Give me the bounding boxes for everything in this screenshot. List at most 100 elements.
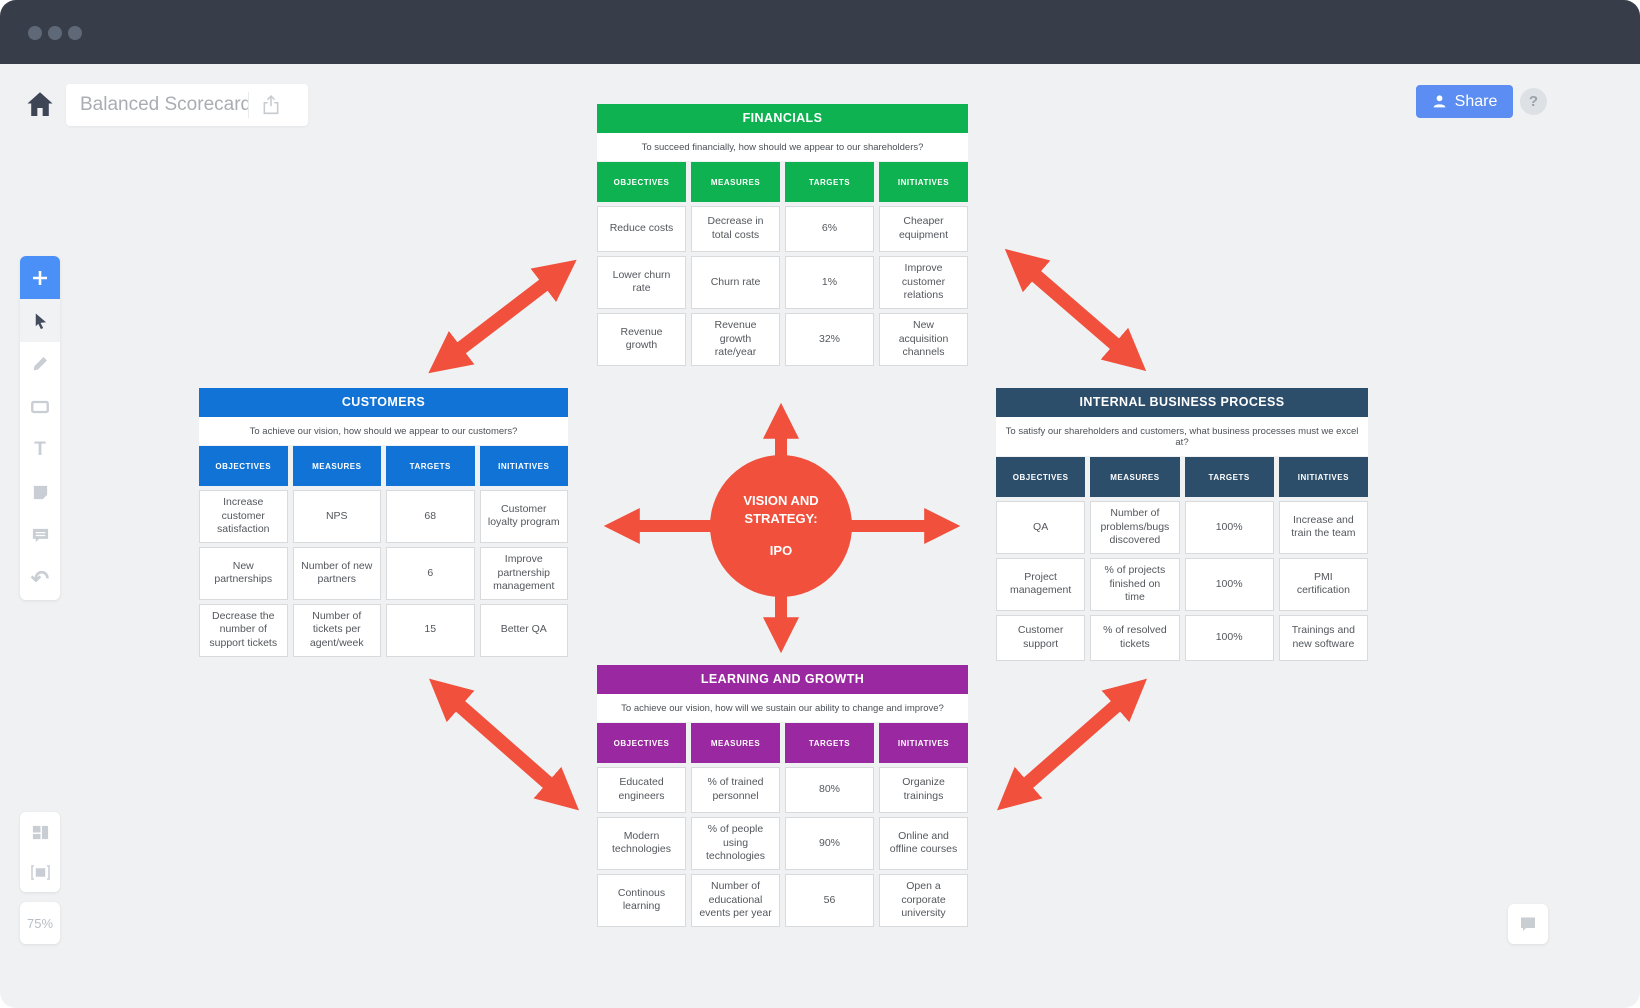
- document-title-input[interactable]: [66, 94, 248, 116]
- table-title: CUSTOMERS: [199, 388, 568, 417]
- window-controls[interactable]: [28, 26, 82, 40]
- table-cell: Decrease in total costs: [691, 206, 780, 252]
- table-cell: Customer loyalty program: [479, 490, 568, 543]
- table-title: LEARNING AND GROWTH: [597, 665, 968, 694]
- home-icon: [27, 92, 53, 116]
- table-cell: Educated engineers: [597, 767, 686, 813]
- table-cell: Number of problems/bugs discovered: [1090, 501, 1180, 554]
- vision-line-3: IPO: [769, 543, 793, 559]
- table-cell: 1%: [785, 256, 874, 309]
- add-shape-button[interactable]: [20, 256, 60, 299]
- customers-table[interactable]: CUSTOMERS To achieve our vision, how sho…: [199, 388, 568, 657]
- column-header: INITIATIVES: [1278, 457, 1368, 497]
- table-cell: Revenue growth: [597, 312, 686, 366]
- layout-grid-icon: [32, 825, 48, 839]
- table-cell: 6%: [785, 206, 874, 252]
- table-cell: 68: [386, 490, 475, 543]
- share-export-icon: [263, 95, 279, 115]
- window-control-dot[interactable]: [68, 26, 82, 40]
- table-cell: Churn rate: [691, 256, 780, 309]
- share-button[interactable]: Share: [1416, 85, 1513, 118]
- document-title-box: [66, 84, 308, 126]
- table-cell: 80%: [785, 767, 874, 813]
- table-cell: Modern technologies: [597, 817, 686, 870]
- share-button-label: Share: [1454, 92, 1498, 110]
- table-cell: 56: [785, 873, 874, 927]
- select-tool-button[interactable]: [20, 299, 60, 342]
- fit-screen-icon: [30, 864, 50, 880]
- plus-icon: [33, 270, 47, 285]
- learning-and-growth-table[interactable]: LEARNING AND GROWTH To achieve our visio…: [597, 665, 968, 927]
- table-cell: % of projects finished on time: [1090, 557, 1180, 611]
- table-cell: Trainings and new software: [1278, 614, 1368, 661]
- arrow-top-left: [428, 259, 577, 374]
- table-cell: Number of tickets per agent/week: [292, 603, 381, 657]
- sticky-note-tool-button[interactable]: [20, 471, 60, 514]
- divider: [248, 92, 249, 118]
- fit-to-screen-button[interactable]: [20, 852, 60, 892]
- column-header: TARGETS: [1184, 457, 1274, 497]
- table-cell: Online and offline courses: [879, 817, 968, 870]
- table-cell: NPS: [292, 490, 381, 543]
- table-cell: 6: [386, 546, 475, 600]
- column-header: OBJECTIVES: [199, 446, 288, 486]
- column-header: OBJECTIVES: [597, 723, 686, 763]
- table-cell: Revenue growth rate/year: [691, 312, 780, 366]
- column-header: MEASURES: [1090, 457, 1180, 497]
- column-header: TARGETS: [785, 162, 874, 202]
- pencil-icon: [33, 357, 47, 371]
- column-header: TARGETS: [386, 446, 475, 486]
- table-cell: New partnerships: [199, 546, 288, 600]
- table-cell: 90%: [785, 817, 874, 870]
- table-cell: Organize trainings: [879, 767, 968, 813]
- comment-icon: [32, 528, 48, 543]
- table-cell: Increase customer satisfaction: [199, 490, 288, 543]
- vision-strategy-circle[interactable]: VISION AND STRATEGY: IPO: [710, 455, 852, 597]
- table-subtitle: To succeed financially, how should we ap…: [597, 133, 968, 161]
- view-controls: [20, 812, 60, 892]
- window-control-dot[interactable]: [48, 26, 62, 40]
- internal-business-process-table[interactable]: INTERNAL BUSINESS PROCESS To satisfy our…: [996, 388, 1368, 661]
- table-cell: Reduce costs: [597, 206, 686, 252]
- financials-table[interactable]: FINANCIALS To succeed financially, how s…: [597, 104, 968, 366]
- table-subtitle: To achieve our vision, how will we susta…: [597, 694, 968, 722]
- undo-button[interactable]: ↶: [20, 557, 60, 600]
- comments-button[interactable]: [1508, 904, 1548, 944]
- table-cell: 100%: [1184, 614, 1274, 661]
- text-tool-button[interactable]: T: [20, 428, 60, 471]
- table-subtitle: To satisfy our shareholders and customer…: [996, 417, 1368, 456]
- column-header: MEASURES: [292, 446, 381, 486]
- home-button[interactable]: [24, 88, 56, 120]
- table-cell: Improve customer relations: [879, 256, 968, 309]
- sticky-note-icon: [33, 485, 47, 500]
- table-cell: Project management: [996, 557, 1086, 611]
- window-control-dot[interactable]: [28, 26, 42, 40]
- comment-tool-button[interactable]: [20, 514, 60, 557]
- layout-grid-button[interactable]: [20, 812, 60, 852]
- table-cell: Cheaper equipment: [879, 206, 968, 252]
- person-icon: [1433, 95, 1445, 108]
- table-cell: Improve partnership management: [479, 546, 568, 600]
- table-cell: Decrease the number of support tickets: [199, 603, 288, 657]
- help-button[interactable]: ?: [1520, 88, 1547, 115]
- table-cell: Continous learning: [597, 873, 686, 927]
- table-cell: Open a corporate university: [879, 873, 968, 927]
- table-title: FINANCIALS: [597, 104, 968, 133]
- rectangle-icon: [31, 400, 49, 413]
- arrow-bottom-left: [429, 678, 579, 811]
- table-cell: Customer support: [996, 614, 1086, 661]
- vision-line-2: STRATEGY:: [744, 510, 818, 526]
- export-button[interactable]: [249, 84, 293, 126]
- table-cell: QA: [996, 501, 1086, 554]
- zoom-level-indicator[interactable]: 75%: [20, 902, 60, 944]
- shape-tool-button[interactable]: [20, 385, 60, 428]
- table-cell: 32%: [785, 312, 874, 366]
- column-header: INITIATIVES: [479, 446, 568, 486]
- draw-tool-button[interactable]: [20, 342, 60, 385]
- table-cell: % of trained personnel: [691, 767, 780, 813]
